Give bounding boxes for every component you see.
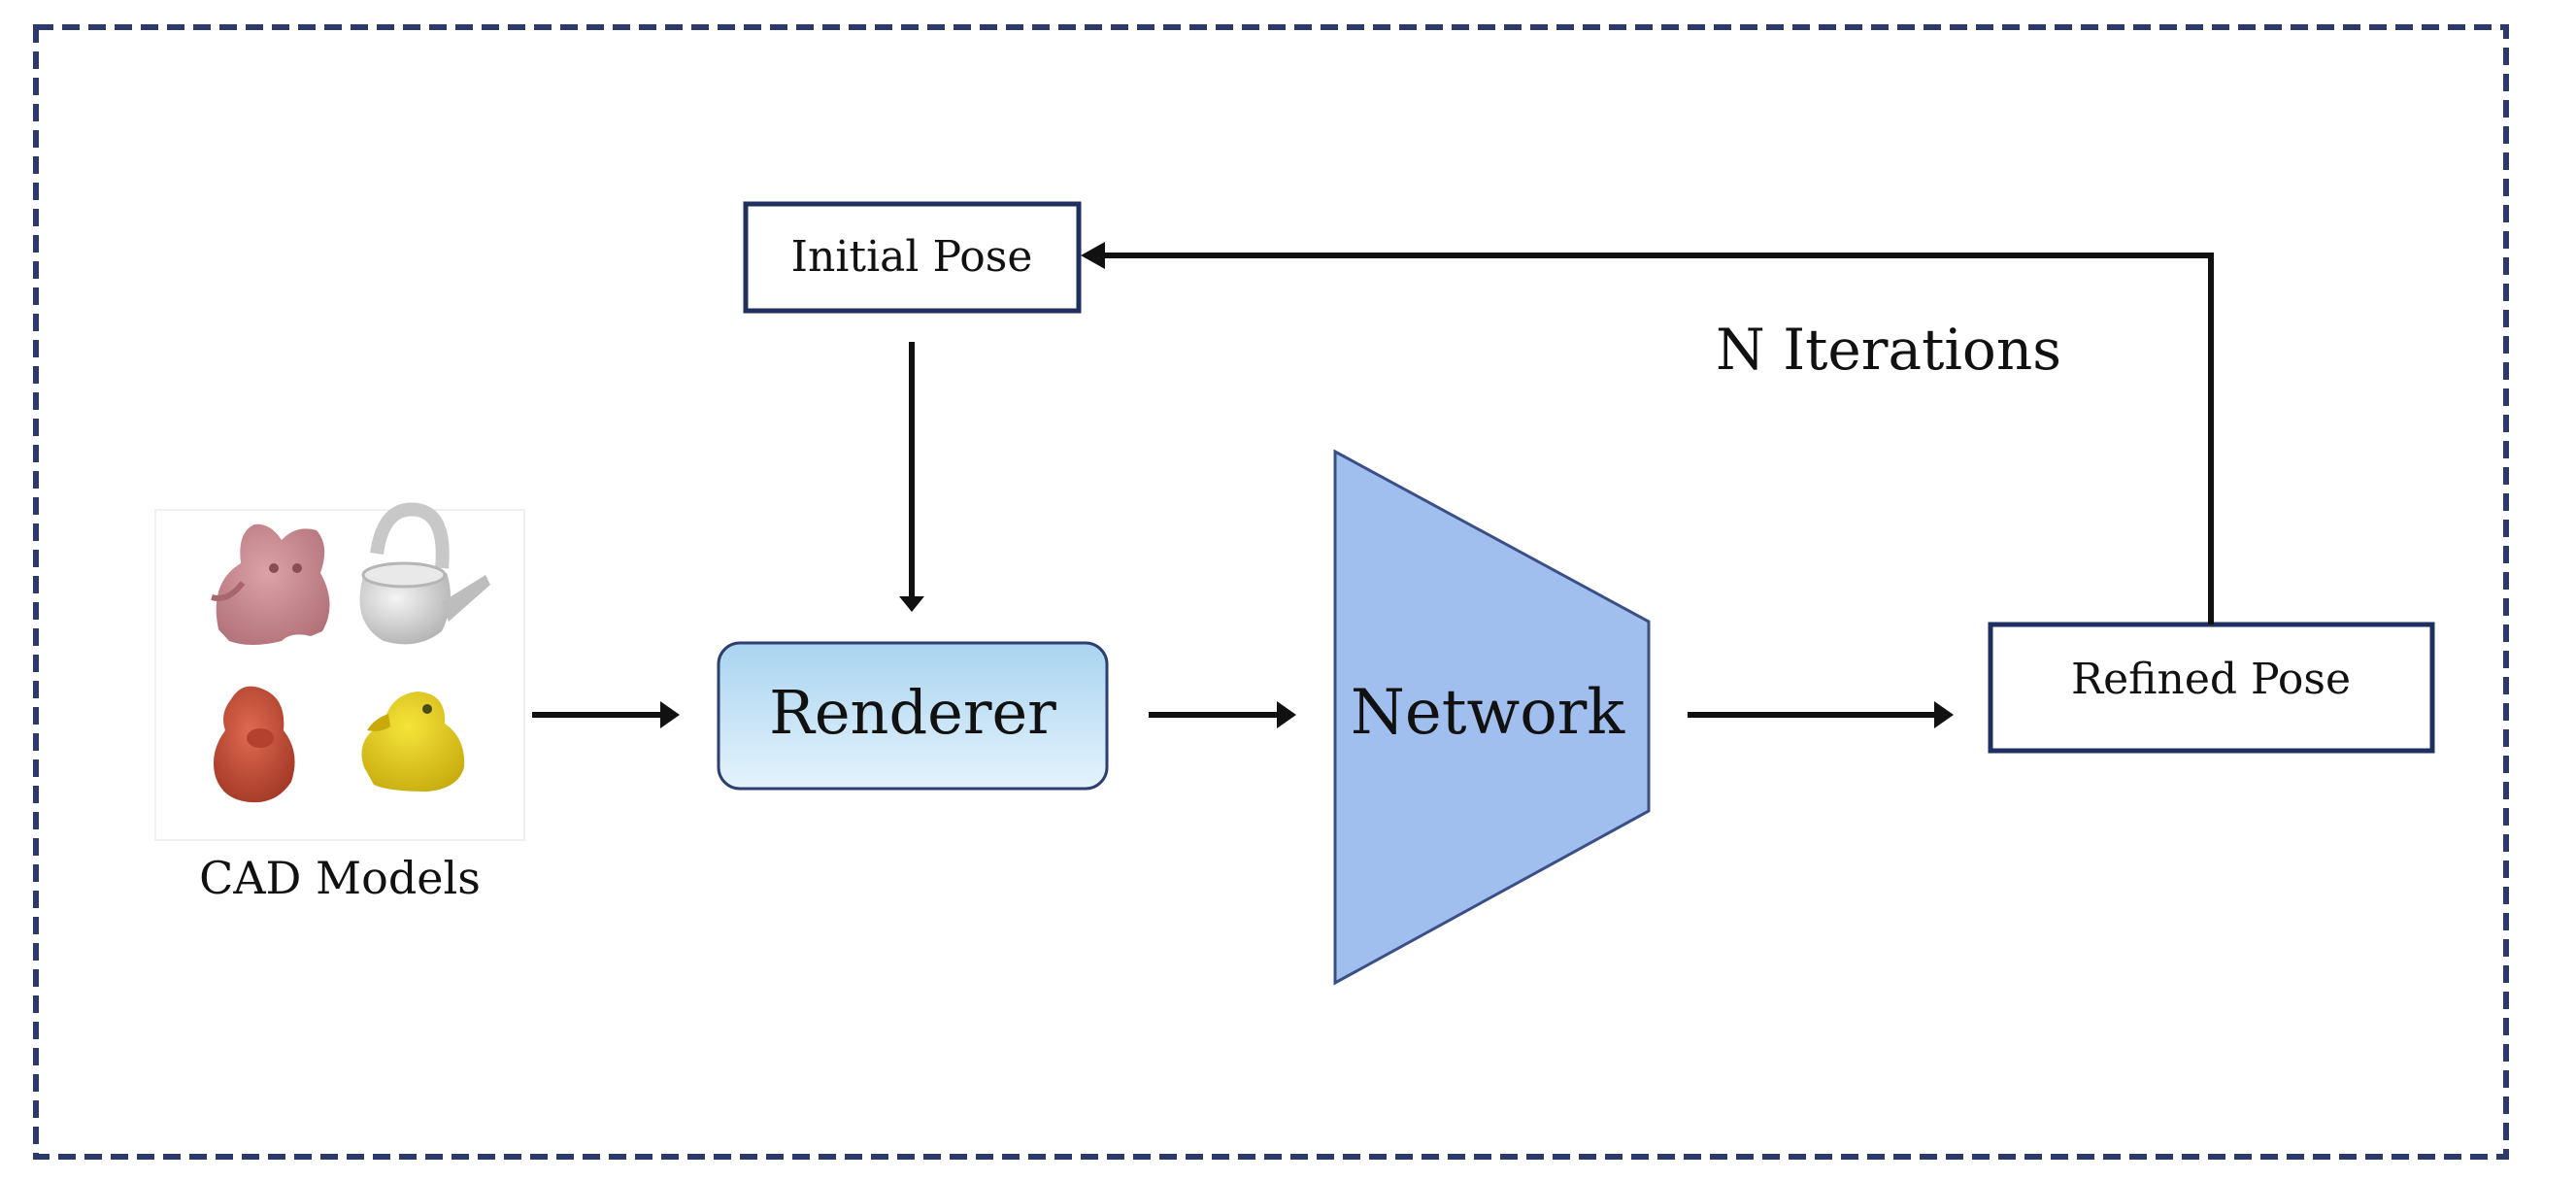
cad-models-label: CAD Models — [199, 852, 481, 904]
renderer-label: Renderer — [769, 677, 1056, 748]
arrow-cad-to-renderer — [532, 701, 680, 728]
initial-pose-box — [743, 201, 1082, 314]
refined-pose-label: Refined Pose — [2071, 655, 2351, 704]
refined-pose-box — [1988, 622, 2435, 754]
cad-models-image — [154, 502, 525, 841]
outer-frame — [33, 24, 2509, 1160]
arrow-initial-to-renderer — [899, 342, 924, 612]
watering-can-model — [359, 502, 490, 645]
loop-label: N Iterations — [1716, 317, 2061, 383]
duck-model — [361, 692, 465, 792]
renderer-box — [717, 641, 1109, 791]
arrow-feedback-loop — [1081, 242, 2214, 624]
cat-model — [211, 523, 330, 645]
ape-model — [213, 686, 295, 803]
arrow-renderer-to-network — [1149, 701, 1296, 728]
network-label: Network — [1351, 677, 1626, 749]
initial-pose-label: Initial Pose — [791, 232, 1033, 282]
network-block — [1333, 449, 1651, 986]
arrow-network-to-refined — [1688, 701, 1954, 728]
